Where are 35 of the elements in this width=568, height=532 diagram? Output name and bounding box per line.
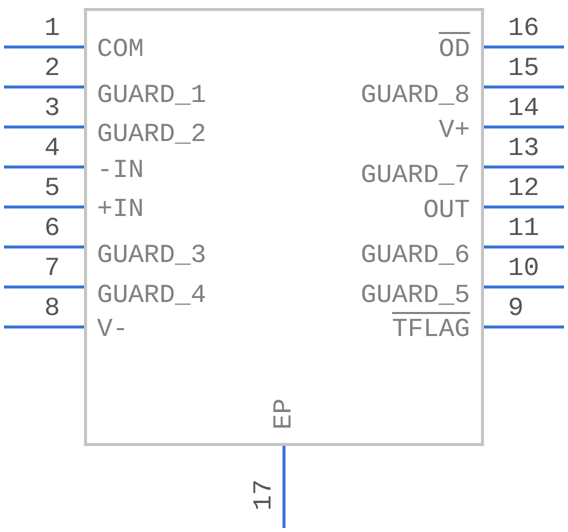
pin-number: 6 <box>44 214 60 242</box>
pin-name: GUARD_1 <box>97 81 206 109</box>
pin-number: 2 <box>44 54 60 82</box>
pin-number: 8 <box>44 294 60 322</box>
pin-number: 12 <box>508 174 540 202</box>
pin-name: OUT <box>423 196 470 224</box>
pin-number: 14 <box>508 94 540 122</box>
pin-name: TFLAG <box>392 315 470 343</box>
pin-name: GUARD_7 <box>360 161 470 189</box>
pin-name: OD <box>438 35 470 63</box>
pin-number: 11 <box>508 214 540 242</box>
pin-name: GUARD_8 <box>360 81 470 109</box>
pin-number: 5 <box>44 174 60 202</box>
pin-number: 7 <box>44 254 60 282</box>
pin-number: 17 <box>250 479 278 511</box>
pin-name: GUARD_3 <box>97 241 206 269</box>
pin-name: V+ <box>438 116 470 144</box>
chip-body <box>84 8 484 446</box>
pin-name: GUARD_2 <box>97 120 206 148</box>
pin-name: GUARD_4 <box>97 281 206 309</box>
pin-number: 15 <box>508 54 540 82</box>
pin-name: GUARD_6 <box>360 241 470 269</box>
pin-name: +IN <box>97 195 144 223</box>
pin-name: EP <box>270 398 298 430</box>
pin-name: GUARD_5 <box>360 281 470 309</box>
pin-number: 16 <box>508 14 540 42</box>
pin-name: -IN <box>97 156 144 184</box>
pin-number: 4 <box>44 134 60 162</box>
pin-name: COM <box>97 35 144 63</box>
pin-number: 1 <box>44 14 60 42</box>
pin-number: 10 <box>508 254 540 282</box>
pin-name: V- <box>97 315 128 343</box>
pin-number: 3 <box>44 94 60 122</box>
pin-number: 13 <box>508 134 540 162</box>
pin-number: 9 <box>508 294 524 322</box>
